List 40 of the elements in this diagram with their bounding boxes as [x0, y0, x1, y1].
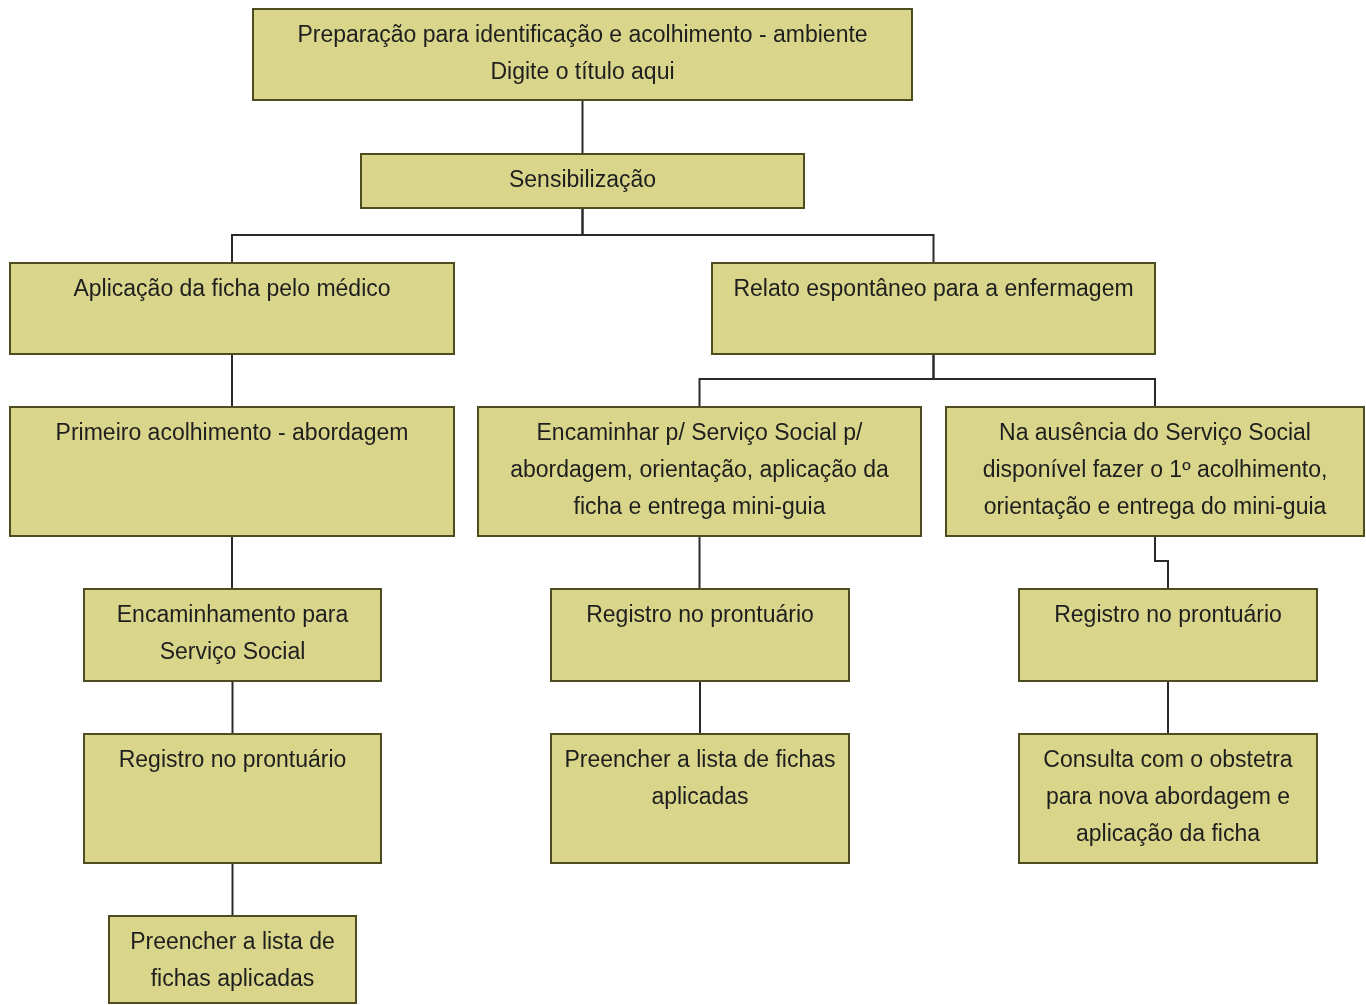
connector-line [231, 354, 233, 407]
process-box [83, 588, 382, 682]
connector-line [1154, 536, 1169, 589]
box-text: Preparação para identificação e acolhimento - ambiente [297, 20, 868, 49]
connector-line [231, 863, 234, 916]
box-text: Sensibilização [509, 165, 656, 194]
process-box [360, 153, 805, 209]
process-box [477, 406, 922, 537]
box-text: Preencher a lista de fichas aplicadas [129, 927, 336, 993]
box-text: Relato espontâneo para a enfermagem [733, 274, 1134, 303]
box-text: Consulta com o obstetra para nova abordagem e aplicação da ficha [1042, 745, 1294, 848]
connector-line [581, 208, 935, 263]
connector-line [231, 681, 234, 734]
process-box [108, 915, 357, 1004]
box-text: Registro no prontuário [586, 600, 814, 629]
process-box [83, 733, 382, 864]
process-box [1018, 733, 1318, 864]
process-box [711, 262, 1156, 355]
box-text: Primeiro acolhimento - abordagem [55, 418, 409, 447]
process-box [1018, 588, 1318, 682]
connector-line [698, 536, 701, 589]
box-text: Encaminhamento para Serviço Social [115, 600, 350, 666]
connector-line [1167, 681, 1169, 734]
box-text: Digite o título aqui [490, 57, 675, 86]
box-text: Registro no prontuário [1054, 600, 1282, 629]
process-box [550, 733, 850, 864]
connector-line [699, 681, 701, 734]
box-text: Registro no prontuário [118, 745, 347, 774]
connector-line [231, 536, 233, 589]
process-box [550, 588, 850, 682]
process-box [945, 406, 1365, 537]
box-text: Aplicação da ficha pelo médico [73, 274, 391, 303]
process-box [9, 406, 455, 537]
box-text: Na ausência do Serviço Social disponível fazer o 1º acolhimento, orientação e entrega do mini-guia [981, 418, 1329, 521]
process-box [9, 262, 455, 355]
box-text: Encaminhar p/ Serviço Social p/ abordagem, orientação, aplicação da ficha e entrega mini-guia [509, 418, 890, 521]
process-box [252, 8, 913, 101]
connector-line [581, 100, 584, 154]
connector-line [932, 354, 1156, 407]
box-text: Preencher a lista de fichas aplicadas [563, 745, 837, 811]
